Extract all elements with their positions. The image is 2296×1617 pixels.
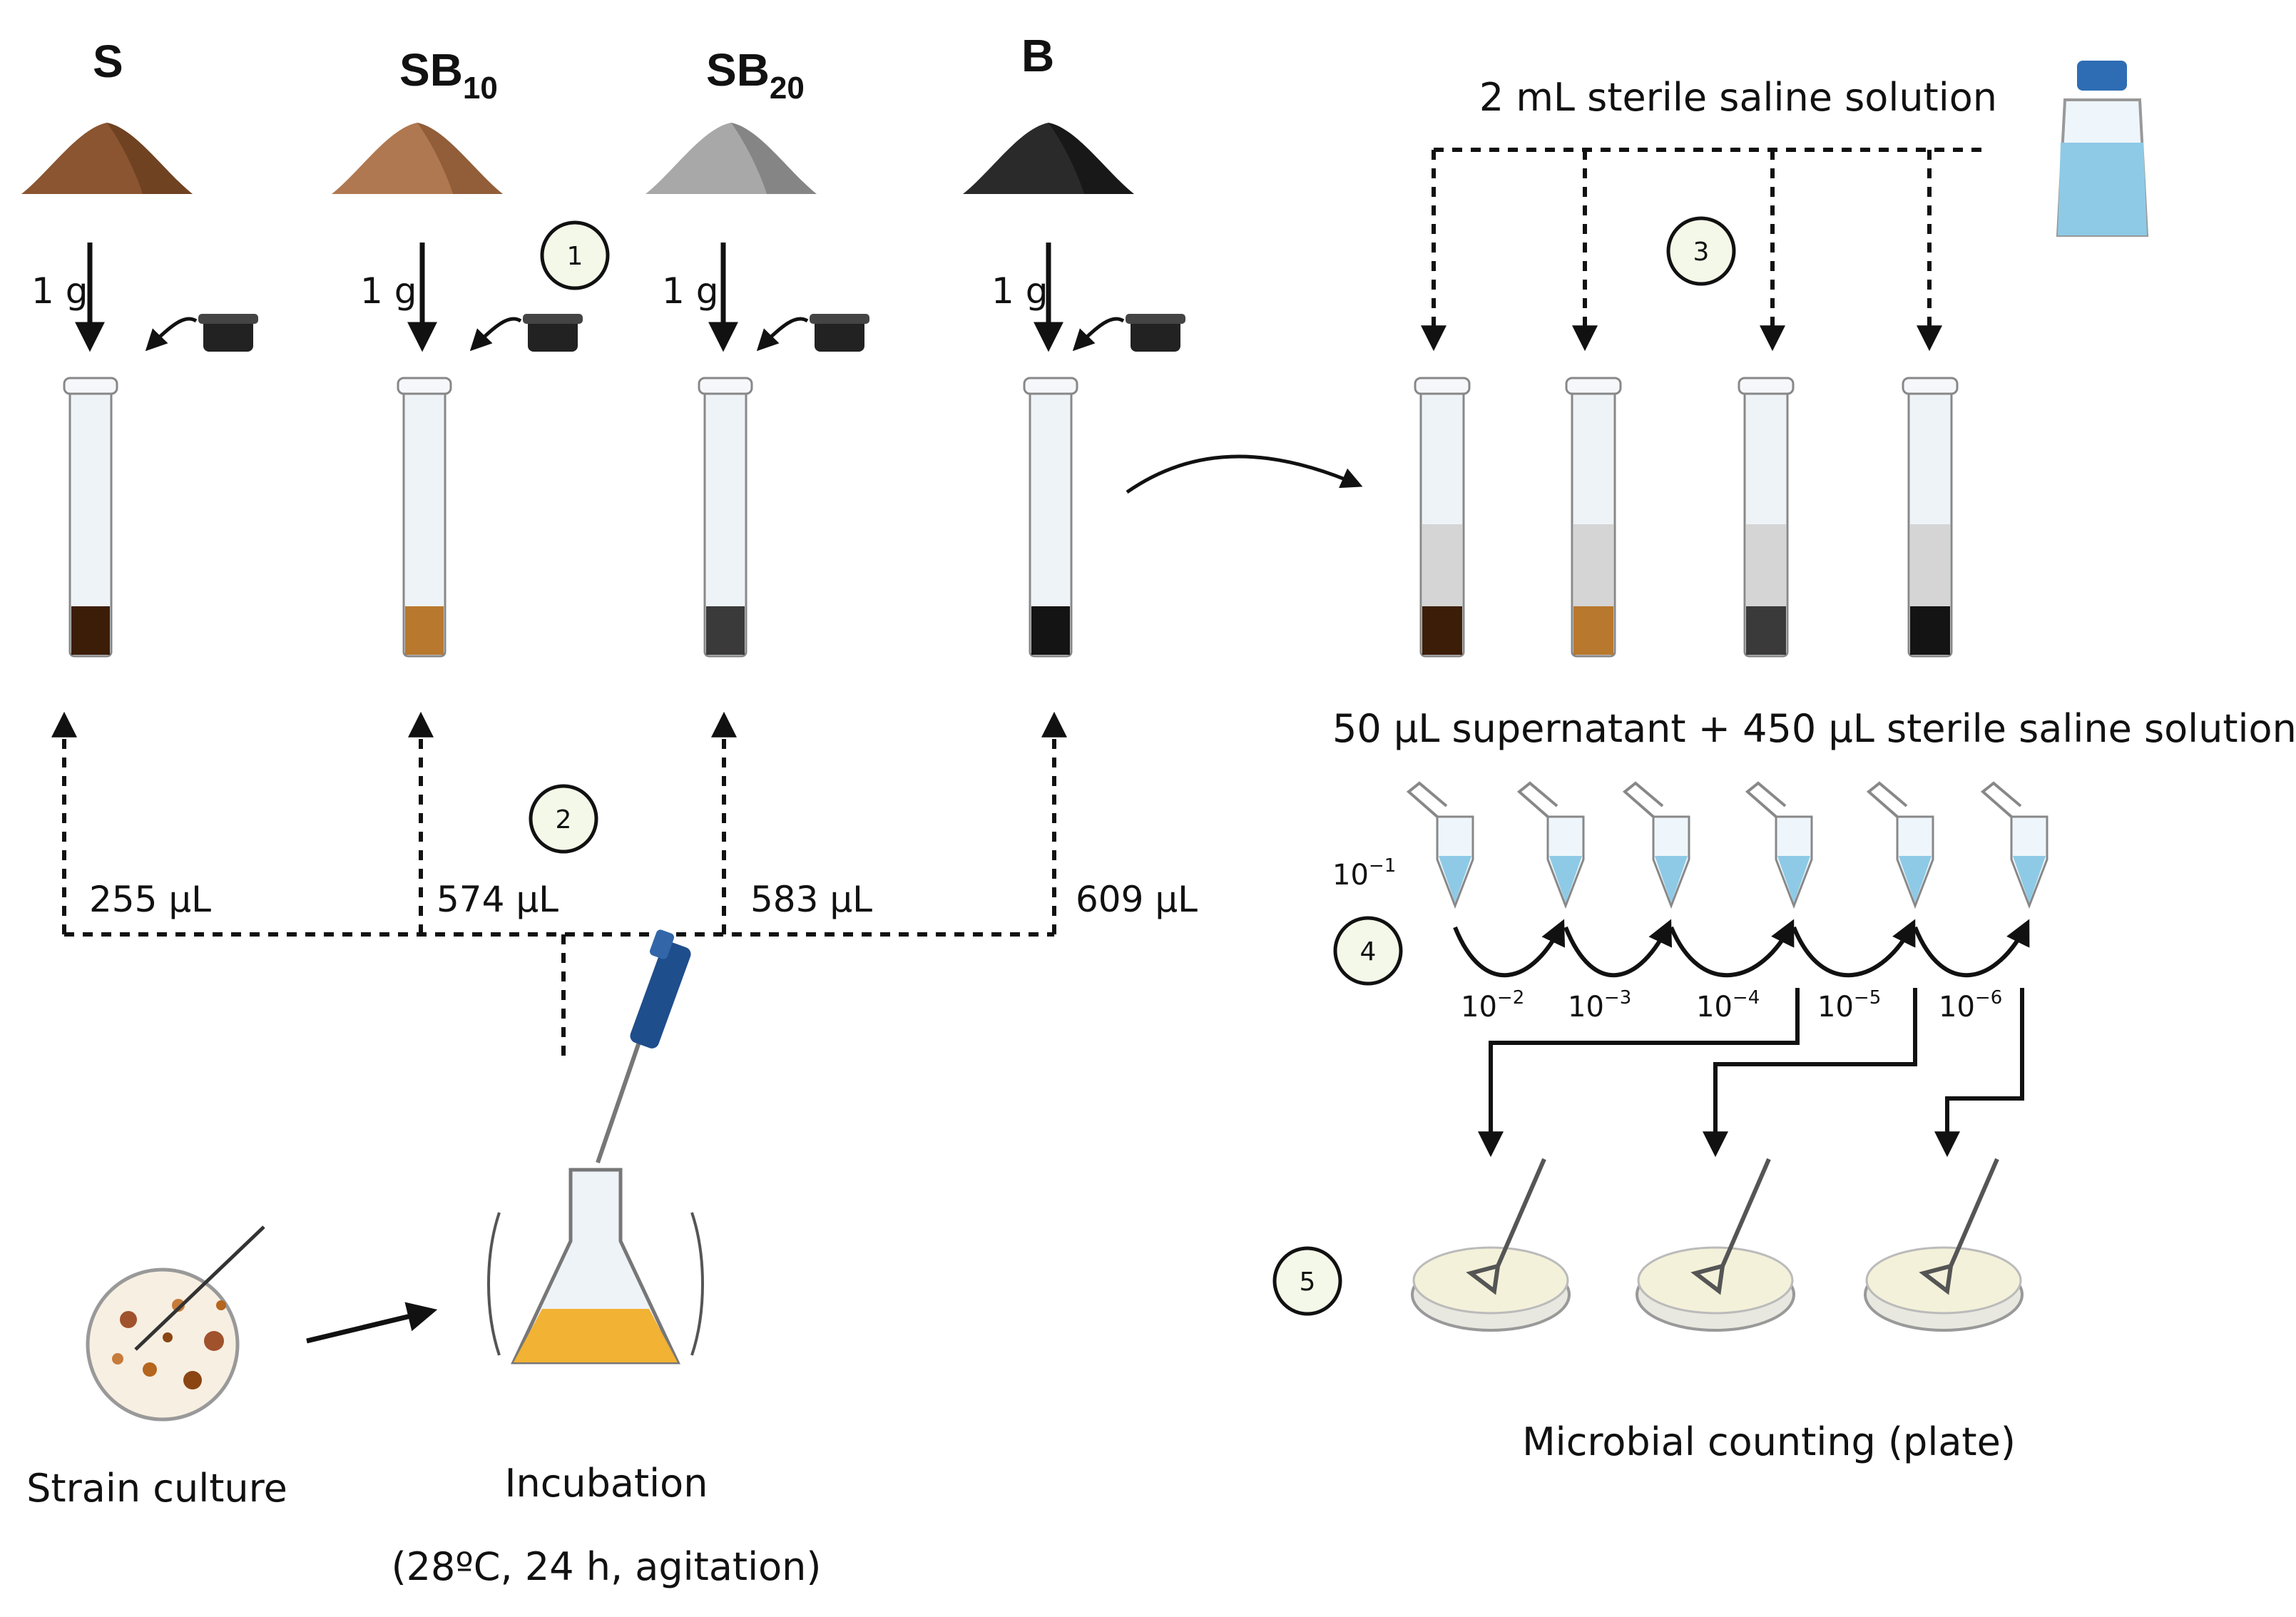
- saline-tube-b: [1902, 377, 1959, 658]
- sample-piles: [21, 123, 1134, 194]
- saline-lines: [1421, 148, 1990, 352]
- svg-text:2: 2: [556, 805, 572, 835]
- dilution-label-6: 10−6: [1939, 987, 2002, 1024]
- cap-s: [145, 314, 258, 352]
- svg-text:3: 3: [1693, 238, 1710, 267]
- culture-to-flask-arrow: [306, 1302, 438, 1344]
- title-b: B: [1021, 30, 1054, 81]
- step-3: 3: [1666, 216, 1736, 286]
- microtube-5: [1866, 781, 1934, 909]
- tube-b: [1023, 377, 1078, 658]
- pile-b: [963, 123, 1134, 194]
- plate-3-icon: [1864, 1158, 2024, 1332]
- title-sb20: SB20: [706, 44, 805, 106]
- strain-culture-label: Strain culture: [26, 1466, 287, 1511]
- tube-s: [63, 377, 118, 658]
- plate-1-icon: [1411, 1158, 1571, 1332]
- microtube-4: [1745, 781, 1813, 909]
- dilution-label: 50 µL supernatant + 450 µL sterile salin…: [1332, 706, 2296, 751]
- pile-sb10: [332, 123, 503, 194]
- step-1: 1: [540, 220, 610, 290]
- cap-sb20: [756, 314, 869, 352]
- dilution-label-1: 10−1: [1332, 855, 1396, 892]
- plate-2-icon: [1636, 1158, 1795, 1332]
- microtube-6: [1980, 781, 2048, 909]
- cap-sb10: [469, 314, 583, 352]
- inoculation-lines: [51, 711, 1067, 1059]
- dilution-arrows: [1453, 919, 2030, 978]
- transfer-arrow: [1126, 454, 1363, 494]
- left-tubes: [63, 377, 1078, 658]
- tube-sb10: [397, 377, 452, 658]
- petri-plates: [1411, 1158, 2024, 1332]
- tube-sb20: [698, 377, 753, 658]
- step-2: 2: [529, 784, 598, 854]
- volume-label-b: 609 µL: [1076, 879, 1198, 920]
- pipette-icon: [596, 929, 691, 1163]
- svg-text:4: 4: [1360, 937, 1377, 966]
- cap-b: [1072, 314, 1185, 352]
- right-tubes: [1414, 377, 1959, 658]
- step-circles: 1 2 3 4 5: [529, 216, 1736, 1316]
- incubation-conditions: (28ºC, 24 h, agitation): [392, 1544, 822, 1589]
- volume-label-sb20: 583 µL: [750, 879, 872, 920]
- dilution-label-4: 10−4: [1696, 987, 1760, 1024]
- strain-culture-plate-icon: [86, 1225, 265, 1422]
- dilution-label-2: 10−2: [1461, 987, 1524, 1024]
- dilution-labels: 10−1 10−2 10−3 10−4 10−5 10−6: [1332, 855, 2002, 1024]
- volume-label-s: 255 µL: [89, 879, 211, 920]
- dilution-label-5: 10−5: [1817, 987, 1881, 1024]
- pile-sb20: [646, 123, 817, 194]
- incubation-label: Incubation: [505, 1461, 708, 1506]
- saline-tube-sb10: [1565, 377, 1622, 658]
- plating-lines: [1478, 988, 2024, 1158]
- microtube-2: [1516, 781, 1585, 909]
- microtube-1: [1406, 781, 1474, 909]
- mass-label-sb20: 1 g: [662, 270, 718, 312]
- dilution-label-3: 10−3: [1568, 987, 1631, 1024]
- microbial-counting-label: Microbial counting (plate): [1522, 1419, 2016, 1464]
- saline-tube-s: [1414, 377, 1471, 658]
- saline-tube-sb20: [1738, 377, 1795, 658]
- incubation-flask-icon: [487, 1168, 704, 1364]
- mass-label-sb10: 1 g: [360, 270, 417, 312]
- saline-label: 2 mL sterile saline solution: [1479, 75, 1997, 120]
- svg-text:1: 1: [567, 242, 583, 271]
- title-sb10: SB10: [399, 44, 498, 106]
- microtube-3: [1622, 781, 1690, 909]
- title-s: S: [93, 36, 123, 87]
- mass-arrows: [75, 243, 1063, 352]
- caps: [145, 314, 1185, 352]
- svg-text:5: 5: [1300, 1267, 1316, 1297]
- saline-bottle-icon: [2056, 61, 2149, 237]
- pile-s: [21, 123, 193, 194]
- microtubes: [1406, 781, 2048, 909]
- mass-label-b: 1 g: [991, 270, 1048, 312]
- step-4: 4: [1333, 916, 1403, 986]
- sample-titles: S SB10 SB20 B: [93, 30, 1054, 106]
- step-5: 5: [1272, 1246, 1342, 1316]
- mass-label-s: 1 g: [31, 270, 88, 312]
- volume-label-sb10: 574 µL: [437, 879, 558, 920]
